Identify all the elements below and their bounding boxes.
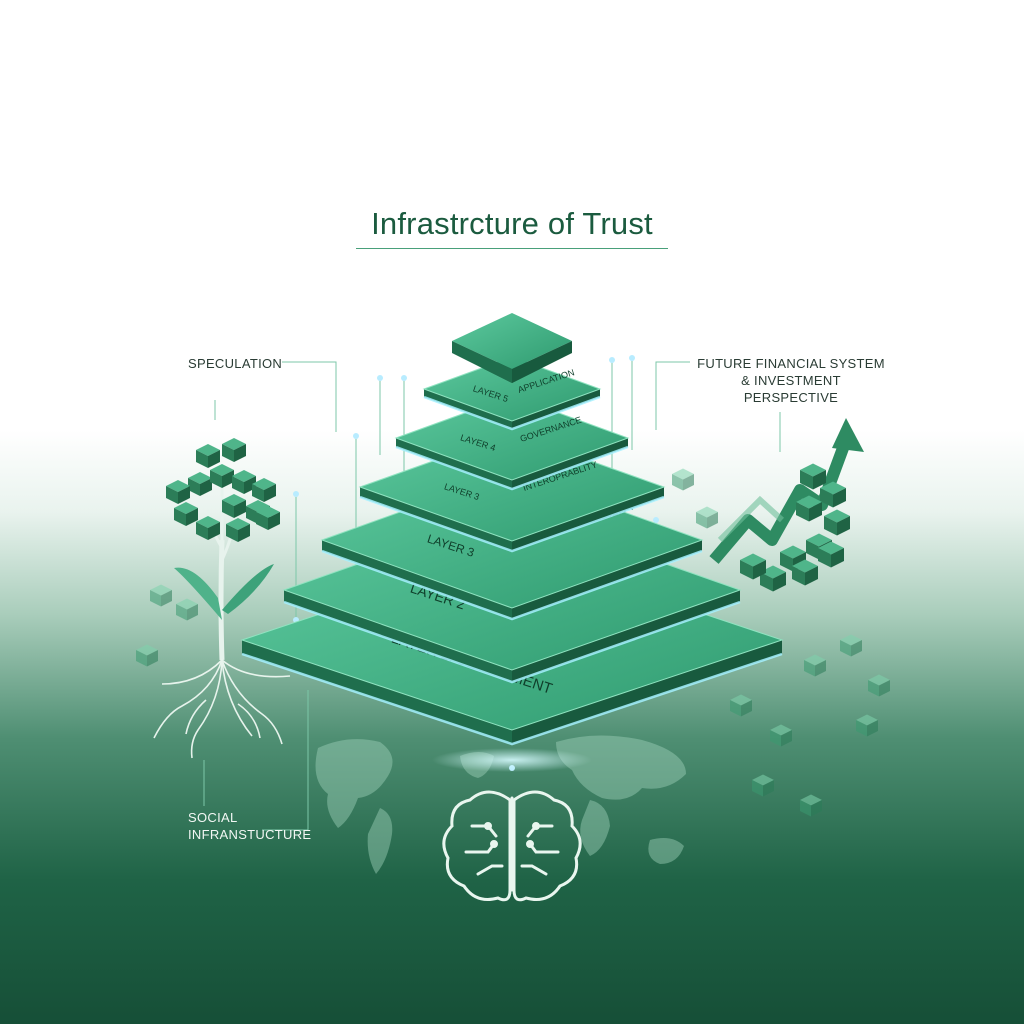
- world-map-icon: [315, 735, 686, 874]
- cube-icon: [824, 509, 850, 536]
- layer-glow-edge: [423, 395, 601, 431]
- cube-icon: [856, 714, 878, 737]
- layer-glow-edge: [321, 549, 703, 621]
- cube-icon: [868, 674, 890, 697]
- cube-icon: [840, 634, 862, 657]
- cube-icon: [136, 644, 158, 667]
- layer-glow-edge: [241, 652, 783, 746]
- cube-icon: [820, 481, 846, 508]
- tree-of-cubes-icon: [153, 486, 291, 759]
- layer-side-right: [512, 640, 782, 744]
- cube-icon: [796, 495, 822, 522]
- cube-icon: [730, 694, 752, 717]
- layer-side-right: [512, 540, 702, 619]
- cube-icon: [196, 444, 220, 468]
- layer-glow-edge: [283, 600, 741, 684]
- top-cap-layer: [452, 313, 572, 383]
- cube-icon: [770, 724, 792, 747]
- cube-icon: [256, 506, 280, 530]
- cube-icon: [792, 559, 818, 586]
- cube-icon: [176, 598, 198, 621]
- label-social-infrastructure: SOCIAL INFRANSTUCTURE: [188, 809, 311, 843]
- cube-icon: [752, 774, 774, 797]
- title-block: Infrastrcture of Trust: [356, 206, 668, 249]
- cube-icon: [800, 794, 822, 817]
- cube-icon: [150, 584, 172, 607]
- layer-side-right: [512, 438, 628, 489]
- cube-icon: [252, 478, 276, 502]
- layer-side-left: [396, 438, 512, 489]
- layer-side-left: [322, 540, 512, 619]
- layer-side-left: [360, 487, 512, 551]
- layer-side-right: [512, 487, 664, 551]
- cube-icon: [196, 516, 220, 540]
- layer-side-left: [242, 640, 512, 744]
- label-speculation: SPECULATION: [188, 356, 283, 371]
- cube-icon: [672, 468, 694, 491]
- tree-cube-cluster: [166, 438, 280, 542]
- cube-icon: [226, 518, 250, 542]
- label-future-line-1: FUTURE FINANCIAL SYSTEM: [697, 356, 885, 371]
- page-title: Infrastrcture of Trust: [371, 206, 653, 241]
- cube-icon: [222, 494, 246, 518]
- layer-stack: LAYER 1: SETTLEMENTLAYER 1: SETTLEMENTLA…: [240, 356, 784, 746]
- cube-icon: [818, 541, 844, 568]
- background-cube-field: [136, 468, 890, 817]
- layer-side-right: [512, 389, 600, 429]
- label-future-line-3: PERSPECTIVE: [743, 390, 839, 405]
- base-glow: [432, 748, 592, 772]
- cube-icon: [188, 472, 212, 496]
- label-future-financial-system: FUTURE FINANCIAL SYSTEM & INVESTMENT PER…: [696, 355, 886, 406]
- label-social-line-2: INFRANSTUCTURE: [188, 827, 312, 842]
- cube-icon: [174, 502, 198, 526]
- label-social-line-1: SOCIAL: [188, 810, 238, 825]
- layer-glow-edge: [359, 495, 665, 553]
- layer-side-left: [424, 389, 512, 429]
- label-future-line-2: & INVESTMENT: [741, 373, 841, 388]
- layer-side-right: [512, 590, 740, 682]
- title-underline: [356, 248, 668, 249]
- cube-icon: [166, 480, 190, 504]
- cube-icon: [804, 654, 826, 677]
- cube-icon: [800, 463, 826, 490]
- cube-icon: [222, 438, 246, 462]
- cube-icon: [696, 506, 718, 529]
- layer-glow-edge: [395, 445, 629, 491]
- layer-side-left: [284, 590, 512, 682]
- chart-cube-cluster: [740, 463, 850, 592]
- cube-icon: [210, 464, 234, 488]
- cube-icon: [760, 565, 786, 592]
- cube-icon: [740, 553, 766, 580]
- brain-circuit-icon: [442, 790, 582, 902]
